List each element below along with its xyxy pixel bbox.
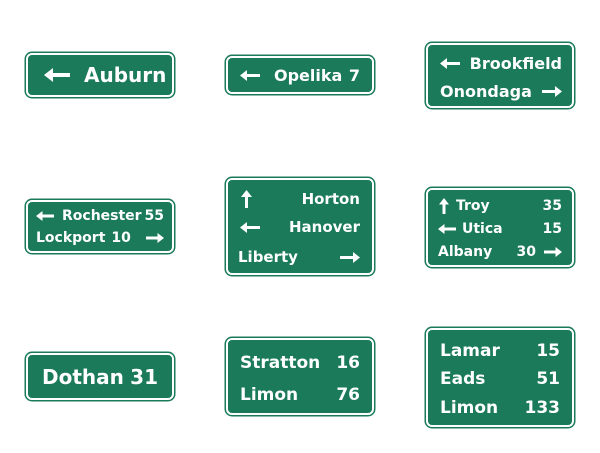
right-arrow-icon xyxy=(544,246,562,258)
sign-horton-hanover-liberty: Horton Hanover Liberty xyxy=(226,178,374,275)
sign-row: Rochester 55 xyxy=(28,206,172,226)
destination-name: Onondaga xyxy=(440,81,532,101)
destination-name: Lockport xyxy=(36,230,106,246)
destination-name: Opelika xyxy=(274,65,343,85)
distance-value: 15 xyxy=(536,341,560,361)
distance-value: 76 xyxy=(336,385,360,405)
up-arrow-icon xyxy=(438,198,450,214)
destination-name: Limon xyxy=(440,398,499,418)
sign-row: Troy 35 xyxy=(428,196,572,216)
sign-row: Opelika 7 xyxy=(228,58,372,92)
right-arrow-icon xyxy=(340,251,360,264)
left-arrow-icon xyxy=(240,69,260,82)
up-arrow-icon xyxy=(240,190,253,208)
destination-name: Brookfield xyxy=(469,53,562,73)
sign-stratton-limon: Stratton 16 Limon 76 xyxy=(226,338,374,415)
distance-value: 16 xyxy=(336,353,360,373)
destination-name: Liberty xyxy=(238,248,298,266)
sign-opelika: Opelika 7 xyxy=(226,56,374,94)
sign-row: Hanover xyxy=(228,216,372,238)
sign-auburn: Auburn xyxy=(26,53,174,97)
left-arrow-icon xyxy=(44,67,70,83)
sign-troy-utica-albany: Troy 35 Utica 15 Albany 30 xyxy=(426,188,574,267)
sign-row: Lockport 10 xyxy=(28,228,172,248)
sign-row: Auburn xyxy=(28,55,172,95)
sign-row: Limon 133 xyxy=(428,396,572,420)
destination-name: Stratton xyxy=(240,353,321,373)
sign-row: Brookfield xyxy=(428,51,572,75)
sign-row: Dothan 31 xyxy=(28,355,172,398)
distance-value: 35 xyxy=(542,198,562,214)
distance-value: 15 xyxy=(542,221,562,237)
distance-value: 51 xyxy=(536,369,560,389)
distance-value: 55 xyxy=(144,208,164,224)
destination-name: Rochester xyxy=(62,208,142,224)
destination-name: Limon xyxy=(240,385,299,405)
destination-name: Dothan xyxy=(42,364,124,389)
destination-name: Hanover xyxy=(288,218,360,236)
sign-rochester-lockport: Rochester 55 Lockport 10 xyxy=(26,200,174,253)
destination-name: Troy xyxy=(456,198,490,214)
sign-row: Horton xyxy=(228,188,372,210)
destination-name: Auburn xyxy=(84,63,167,87)
distance-value: 7 xyxy=(348,65,360,85)
left-arrow-icon xyxy=(240,221,260,234)
destination-name: Horton xyxy=(301,190,360,208)
sign-lamar-eads-limon: Lamar 15 Eads 51 Limon 133 xyxy=(426,328,574,427)
destination-name: Utica xyxy=(462,221,503,237)
right-arrow-icon xyxy=(542,85,562,98)
left-arrow-icon xyxy=(440,57,460,70)
sign-row: Limon 76 xyxy=(228,383,372,407)
sign-row: Stratton 16 xyxy=(228,351,372,375)
distance-value: 133 xyxy=(524,398,561,418)
destination-name: Albany xyxy=(438,244,493,260)
sign-row: Onondaga xyxy=(428,79,572,103)
distance-value: 31 xyxy=(130,364,158,389)
sign-row: Utica 15 xyxy=(428,219,572,239)
distance-value: 10 xyxy=(111,230,131,246)
sign-dothan: Dothan 31 xyxy=(26,353,174,400)
distance-value: 30 xyxy=(516,244,536,260)
left-arrow-icon xyxy=(36,210,54,222)
sign-row: Eads 51 xyxy=(428,367,572,391)
destination-name: Eads xyxy=(440,369,486,389)
sign-row: Liberty xyxy=(228,246,372,268)
sign-brookfield-onondaga: Brookfield Onondaga xyxy=(426,43,574,108)
left-arrow-icon xyxy=(438,223,456,235)
sign-row: Lamar 15 xyxy=(428,339,572,363)
sign-row: Albany 30 xyxy=(428,242,572,262)
destination-name: Lamar xyxy=(440,341,500,361)
right-arrow-icon xyxy=(146,232,164,244)
